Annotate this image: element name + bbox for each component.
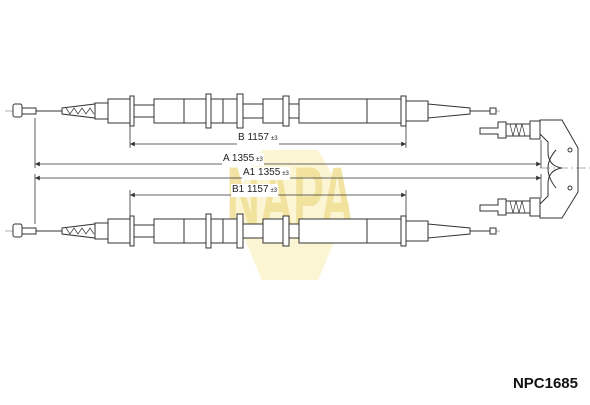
upper-cable: [5, 93, 500, 129]
lower-cable: [5, 213, 500, 249]
dimension-a1-label: A1 1355±3: [242, 167, 290, 180]
dimension-b-label: B 1157±3: [237, 132, 279, 145]
dimension-b1-label: B1 1157±3: [231, 184, 279, 197]
equalizer-bracket: [479, 119, 590, 219]
dimension-a-label: A 1355±3: [222, 153, 264, 166]
part-number: NPC1685: [512, 375, 578, 392]
